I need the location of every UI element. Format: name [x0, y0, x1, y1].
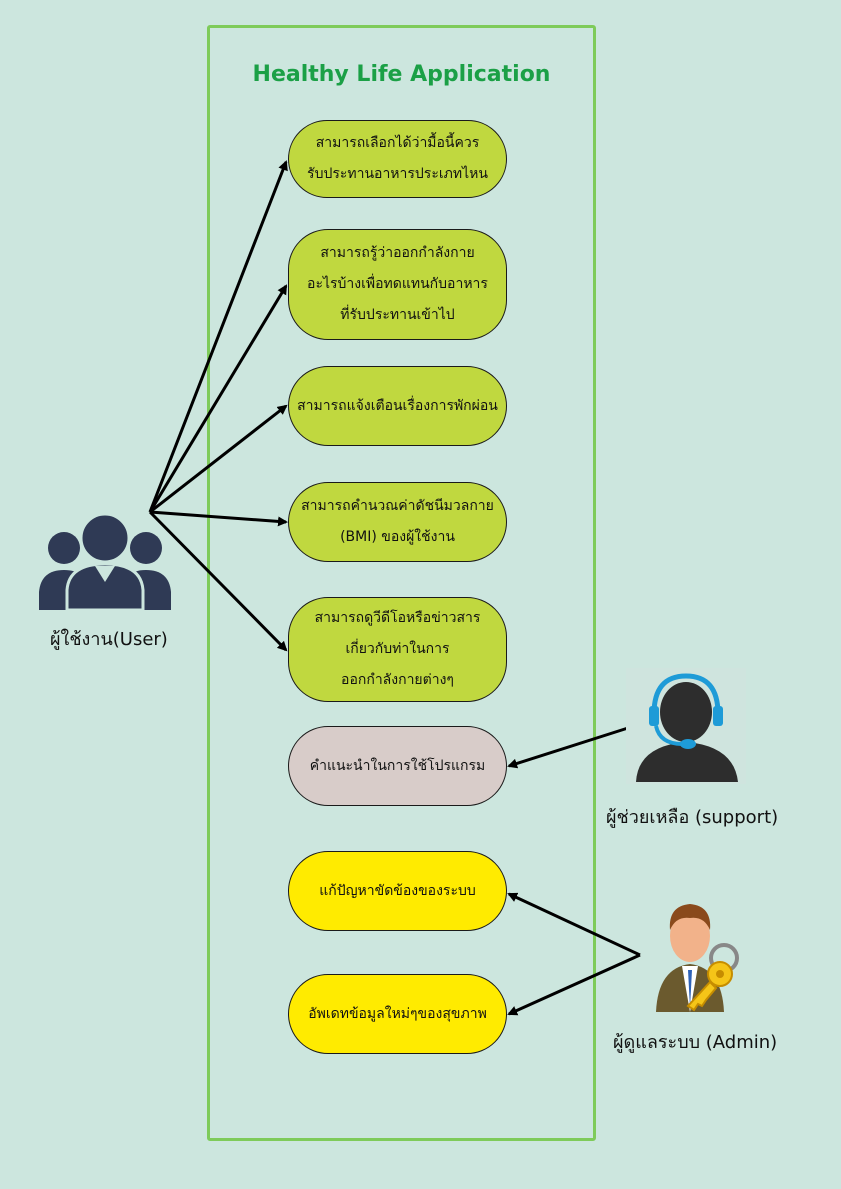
admin-key-icon: [656, 904, 739, 1012]
assoc-user-uc5: [148, 510, 288, 652]
assoc-admin-uc7: [507, 892, 641, 957]
headset-support-icon: [626, 668, 746, 784]
use-case[interactable]: สามารถคำนวณค่าดัชนีมวลกาย (BMI) ของผู้ใช…: [288, 482, 507, 562]
use-case[interactable]: สามารถแจ้งเตือนเรื่องการพักผ่อน: [288, 366, 507, 446]
assoc-user-uc4: [149, 510, 288, 527]
actor-user-label: ผู้ใช้งาน(User): [50, 629, 168, 650]
assoc-support-uc6: [507, 726, 629, 769]
system-title: Healthy Life Application: [252, 62, 551, 87]
assoc-user-uc2: [148, 284, 288, 513]
use-case[interactable]: สามารถรู้ว่าออกกำลังกาย อะไรบ้างเพื่อทดแ…: [288, 229, 507, 340]
use-case[interactable]: แก้ปัญหาขัดข้องของระบบ: [288, 851, 507, 931]
users-group-icon: [39, 512, 171, 612]
actor-admin-label: ผู้ดูแลระบบ (Admin): [613, 1032, 778, 1053]
system-boundary: [207, 25, 596, 1141]
use-case[interactable]: สามารถดูวีดีโอหรือข่าวสาร เกี่ยวกับท่าใน…: [288, 597, 507, 702]
use-case[interactable]: อัพเดทข้อมูลใหม่ๆของสุขภาพ: [288, 974, 507, 1054]
actor-support-label: ผู้ช่วยเหลือ (support): [606, 807, 779, 828]
assoc-admin-uc8: [507, 953, 641, 1016]
assoc-user-uc1: [148, 160, 288, 513]
use-case[interactable]: คำแนะนำในการใช้โปรแกรม: [288, 726, 507, 806]
assoc-user-uc3: [149, 404, 288, 514]
use-case[interactable]: สามารถเลือกได้ว่ามื้อนี้ควร รับประทานอาห…: [288, 120, 507, 198]
